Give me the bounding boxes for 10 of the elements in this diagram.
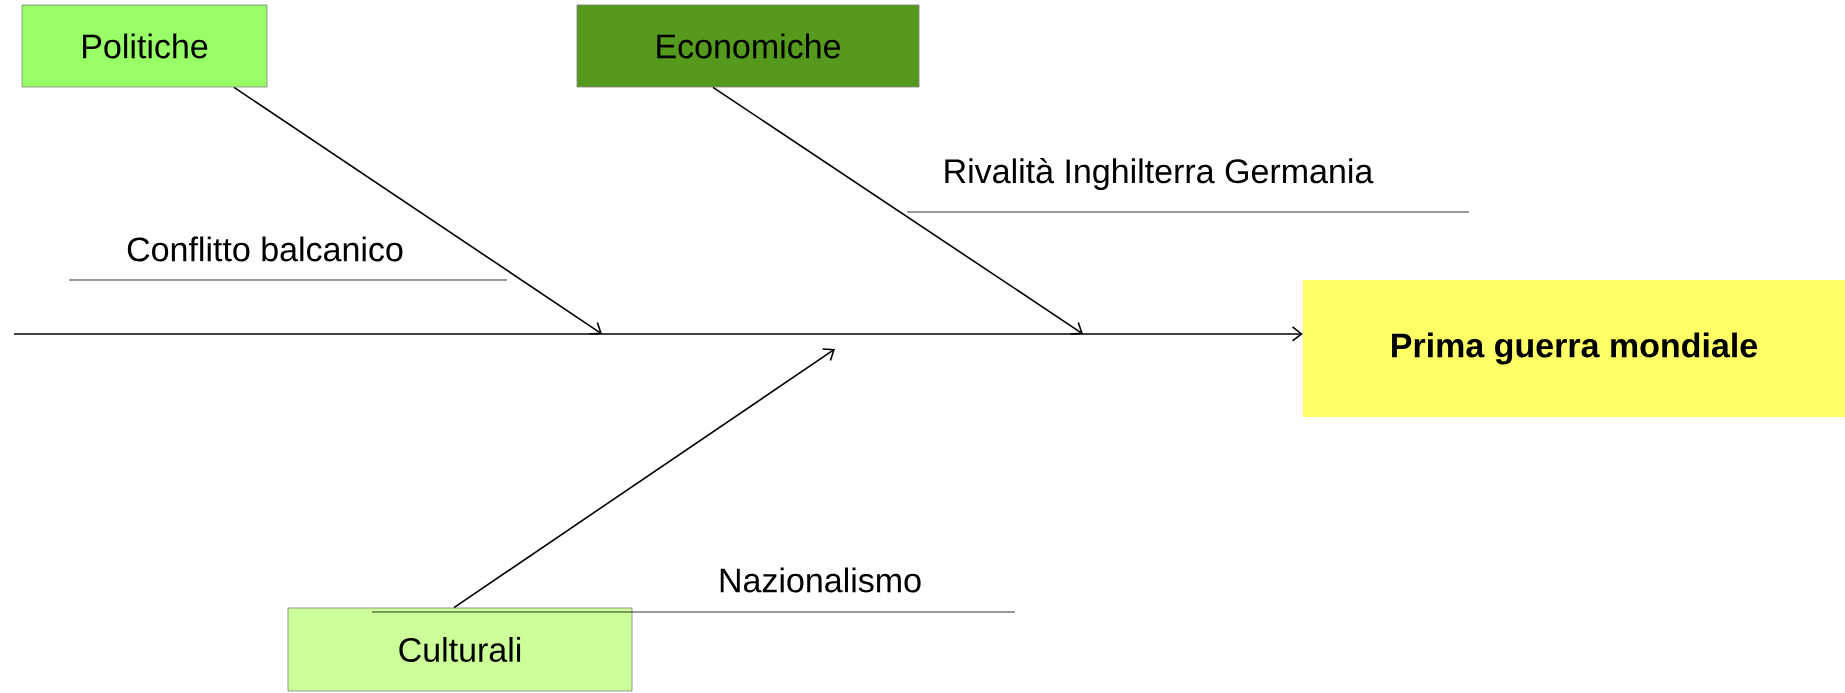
arrow (712, 86, 1083, 335)
underlined-cause: Rivalità Inghilterra Germania (906, 157, 1470, 213)
title-box: Prima guerra mondiale (1303, 280, 1845, 417)
category-box: Culturali (287, 607, 633, 692)
spine-arrow (13, 326, 1303, 342)
arrow (233, 86, 602, 335)
underlined-cause: Conflitto balcanico (68, 236, 508, 281)
category-box: Politiche (21, 4, 268, 88)
arrow (453, 348, 835, 609)
category-box: Economiche (576, 4, 920, 88)
